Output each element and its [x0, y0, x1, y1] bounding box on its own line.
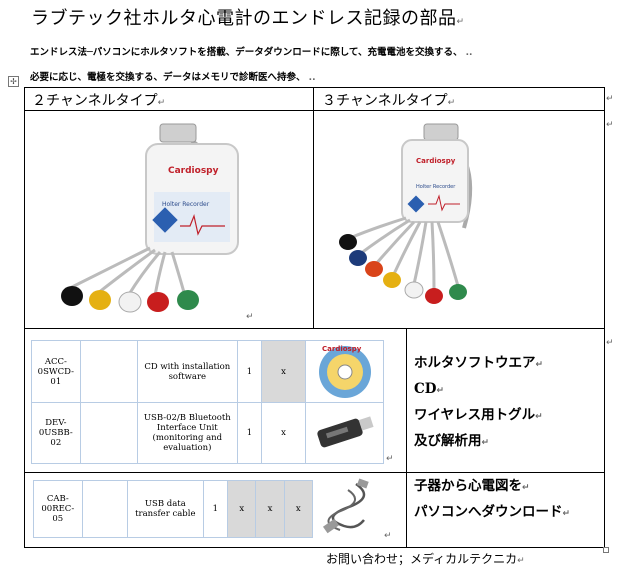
table-end-marker: [603, 547, 609, 553]
part-quantity: 1: [202, 480, 229, 538]
header-two-channel: ２チャンネルタイプ↵: [32, 93, 166, 109]
side-line-6: パソコンへダウンロード↵: [414, 504, 571, 520]
parts-table-lower: CAB-00REC-05 USB data transfer cable 1 x…: [33, 480, 314, 538]
cell-mark-6: ↵: [384, 531, 392, 541]
table-row: ACC-0SWCD-01 CD with installation softwa…: [31, 340, 384, 403]
row-divider-lower: [24, 472, 605, 473]
device-label-two: Holter Recorder: [162, 201, 210, 208]
device-label-three: Holter Recorder: [416, 184, 456, 190]
cd-image-cell: Cardiospy: [305, 340, 384, 403]
header-three-channel: ３チャンネルタイプ↵: [322, 93, 456, 109]
table-row: CAB-00REC-05 USB data transfer cable 1 x…: [33, 480, 314, 538]
outer-table: [24, 87, 605, 548]
side-text-download: 子器から心電図を↵ パソコンへダウンロード↵: [414, 474, 570, 526]
cell-mark-1: ↵: [606, 94, 614, 104]
contact-line: お問い合わせ；メディカルテクニカ↵: [326, 552, 525, 566]
three-channel-holter-image: Cardiospy Holter Recorder: [339, 123, 473, 304]
part-mark: x: [227, 480, 257, 538]
usb-dongle-image-cell: [305, 402, 384, 464]
cell-mark-5: ↵: [606, 338, 614, 348]
part-code: DEV-0USBB-02: [31, 402, 81, 464]
cell-mark-2: ↵: [606, 120, 614, 130]
empty-cell: [79, 402, 138, 464]
part-description: USB-02/B Bluetooth Interface Unit (monit…: [136, 402, 239, 464]
brand-label-two: Cardiospy: [168, 166, 219, 176]
part-code: ACC-0SWCD-01: [31, 340, 81, 403]
part-description: USB data transfer cable: [127, 480, 204, 538]
table-row: DEV-0USBB-02 USB-02/B Bluetooth Interfac…: [31, 402, 384, 464]
two-channel-holter-image: Cardiospy Holter Recorder: [61, 123, 239, 313]
column-divider-bottom: [406, 328, 407, 548]
part-mark: x: [283, 480, 314, 538]
side-line-2: CD↵: [414, 381, 444, 397]
side-line-5: 子器から心電図を↵: [414, 478, 530, 494]
usb-cable-image: [322, 478, 369, 534]
part-quantity: 1: [237, 340, 262, 403]
cell-mark-3: ↵: [246, 312, 254, 322]
header-row-divider: [24, 110, 605, 111]
part-description: CD with installation software: [136, 340, 239, 403]
usb-dongle-image: [316, 415, 374, 447]
part-mark: x: [260, 402, 307, 464]
cd-label: Cardiospy: [322, 345, 362, 353]
part-code: CAB-00REC-05: [33, 480, 83, 538]
note-line-1: エンドレス法─パソコンにホルタソフトを搭載、データダウンロードに際して、充電電池…: [30, 47, 473, 58]
parts-table-upper: ACC-0SWCD-01 CD with installation softwa…: [31, 340, 384, 464]
side-line-3: ワイヤレス用トグル↵: [414, 407, 543, 423]
note-line-2: 必要に応じ、電極を交換する、データはメモリで診断医へ持参、 ..: [30, 72, 316, 83]
brand-label-three: Cardiospy: [416, 157, 456, 165]
cell-mark-4: ↵: [386, 454, 394, 464]
row-divider-middle: [24, 328, 605, 329]
table-move-handle-icon[interactable]: ✢: [8, 76, 19, 87]
side-line-4: 及び解析用↵: [414, 433, 490, 449]
empty-cell: [81, 480, 129, 538]
side-text-software: ホルタソフトウエア↵ CD↵ ワイヤレス用トグル↵ 及び解析用↵: [414, 351, 543, 455]
empty-cell: [79, 340, 138, 403]
side-line-1: ホルタソフトウエア↵: [414, 355, 544, 371]
cd-image: Cardiospy: [318, 345, 371, 398]
document-title: ラブテック社ホルタ心電計のエンドレス記録の部品↵: [31, 8, 465, 29]
part-mark: x: [255, 480, 285, 538]
part-quantity: 1: [237, 402, 262, 464]
column-divider-top: [313, 87, 314, 329]
part-mark: x: [260, 340, 307, 403]
